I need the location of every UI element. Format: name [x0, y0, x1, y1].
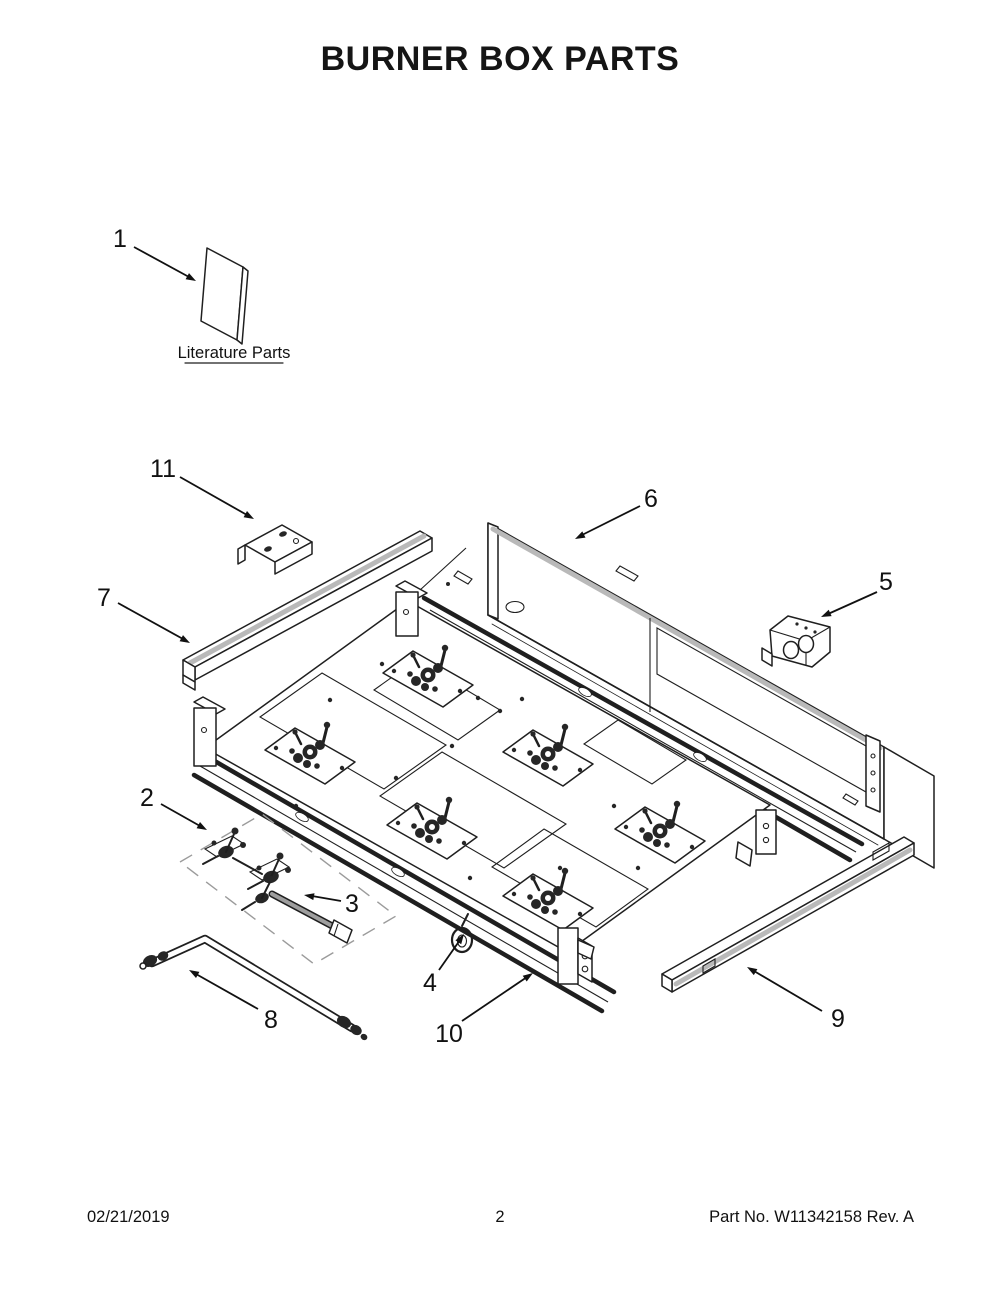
svg-text:3: 3	[345, 890, 359, 918]
svg-text:5: 5	[879, 568, 893, 596]
svg-text:4: 4	[423, 969, 437, 997]
footer-part-number: Part No. W11342158 Rev. A	[709, 1208, 914, 1226]
callout-6: 6	[575, 485, 658, 539]
svg-text:1: 1	[113, 225, 127, 253]
callout-11: 11	[150, 455, 254, 519]
footer-page-number: 2	[495, 1208, 505, 1226]
back-panel	[487, 522, 935, 869]
corner-posts	[193, 580, 777, 985]
gas-pipe	[139, 934, 368, 1041]
callout-8: 8	[189, 970, 278, 1034]
svg-text:11: 11	[150, 455, 176, 483]
callout-4: 4	[423, 934, 464, 997]
clip-bracket	[237, 524, 313, 575]
svg-text:9: 9	[831, 1005, 845, 1033]
svg-text:2: 2	[140, 784, 154, 812]
burner-deck	[204, 600, 771, 953]
spark-module	[761, 615, 831, 668]
callout-2: 2	[140, 784, 207, 830]
svg-text:10: 10	[435, 1020, 463, 1048]
callout-1: 1	[113, 225, 196, 281]
literature-parts-label: Literature Parts	[178, 344, 291, 362]
svg-text:7: 7	[97, 584, 111, 612]
callout-9: 9	[747, 967, 845, 1033]
callouts: 1 11 6 5 7	[97, 225, 893, 1048]
igniter-lead	[268, 890, 353, 944]
left-trim-rail	[182, 530, 433, 691]
callout-3: 3	[304, 890, 359, 918]
bottom-trim-rail	[661, 836, 915, 993]
page-title: BURNER BOX PARTS	[320, 40, 680, 78]
footer-date: 02/21/2019	[87, 1208, 170, 1226]
front-rail	[191, 753, 617, 1014]
valve-assembly	[178, 813, 398, 965]
callout-5: 5	[821, 568, 893, 617]
box-floor	[407, 547, 885, 846]
literature-booklet: Literature Parts	[178, 247, 291, 364]
svg-text:8: 8	[264, 1006, 278, 1034]
callout-10: 10	[435, 973, 533, 1048]
svg-text:6: 6	[644, 485, 658, 513]
callout-7: 7	[97, 584, 190, 643]
